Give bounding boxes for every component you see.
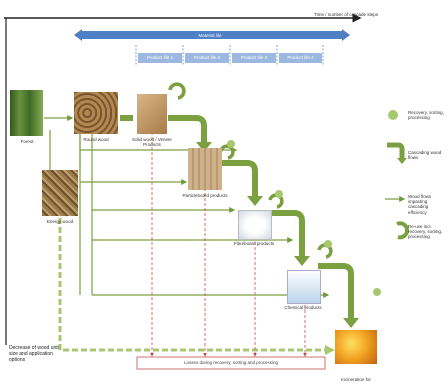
fibreboard-label: Fibreboard products bbox=[233, 241, 275, 246]
chemical-image bbox=[287, 270, 321, 304]
energy-wood-image bbox=[42, 170, 78, 216]
recovery-symbols bbox=[227, 140, 381, 296]
legend-cascading-icon bbox=[387, 142, 405, 158]
forest-label: Forest bbox=[20, 139, 34, 144]
legend-reuse-text: Re-use incl. recovery, sorting, processi… bbox=[408, 224, 443, 240]
particleboard-label: Particleboard products bbox=[182, 193, 228, 198]
forest-image bbox=[10, 90, 43, 136]
chemical-label: Chemical products bbox=[284, 305, 322, 310]
material-life-label: Material life bbox=[198, 33, 222, 38]
legend-recovery-icon bbox=[388, 110, 398, 120]
incineration-image bbox=[335, 330, 377, 364]
fibreboard-image bbox=[238, 210, 272, 240]
product-life-4: Product life 4 bbox=[279, 53, 322, 63]
incineration-label: Incineration for bbox=[341, 377, 371, 382]
time-axis-label: Time / number of cascade steps bbox=[314, 12, 378, 17]
decrease-label: Decrease of wood unit size and applicati… bbox=[9, 345, 59, 363]
product-life-3: Product life 3 bbox=[232, 53, 276, 63]
legend-cascading-text: Cascading wood flows bbox=[408, 150, 442, 161]
losses-box bbox=[136, 356, 326, 370]
legend-reuse-icon bbox=[396, 221, 410, 240]
round-wood-image bbox=[74, 92, 118, 134]
product-life-2: Product life 2 bbox=[185, 53, 229, 63]
losses-label: Losses during recovery, sorting and proc… bbox=[184, 360, 278, 365]
energy-wood-flow bbox=[58, 200, 332, 352]
particleboard-image bbox=[188, 148, 222, 190]
legend-graphics bbox=[385, 110, 410, 240]
solid-wood-image bbox=[137, 94, 167, 134]
legend-wood-flows-text: Wood flows impacting cascading efficienc… bbox=[408, 194, 432, 215]
material-life-bar bbox=[74, 29, 350, 41]
solid-wood-label: Solid wood / Veneer Products bbox=[131, 137, 173, 148]
product-life-1: Product life 1 bbox=[138, 53, 182, 63]
round-wood-label: Round wood bbox=[83, 137, 109, 142]
legend-recovery-text: Recovery, sorting, processing bbox=[408, 110, 444, 121]
energy-wood-label: Energy wood bbox=[46, 219, 74, 224]
